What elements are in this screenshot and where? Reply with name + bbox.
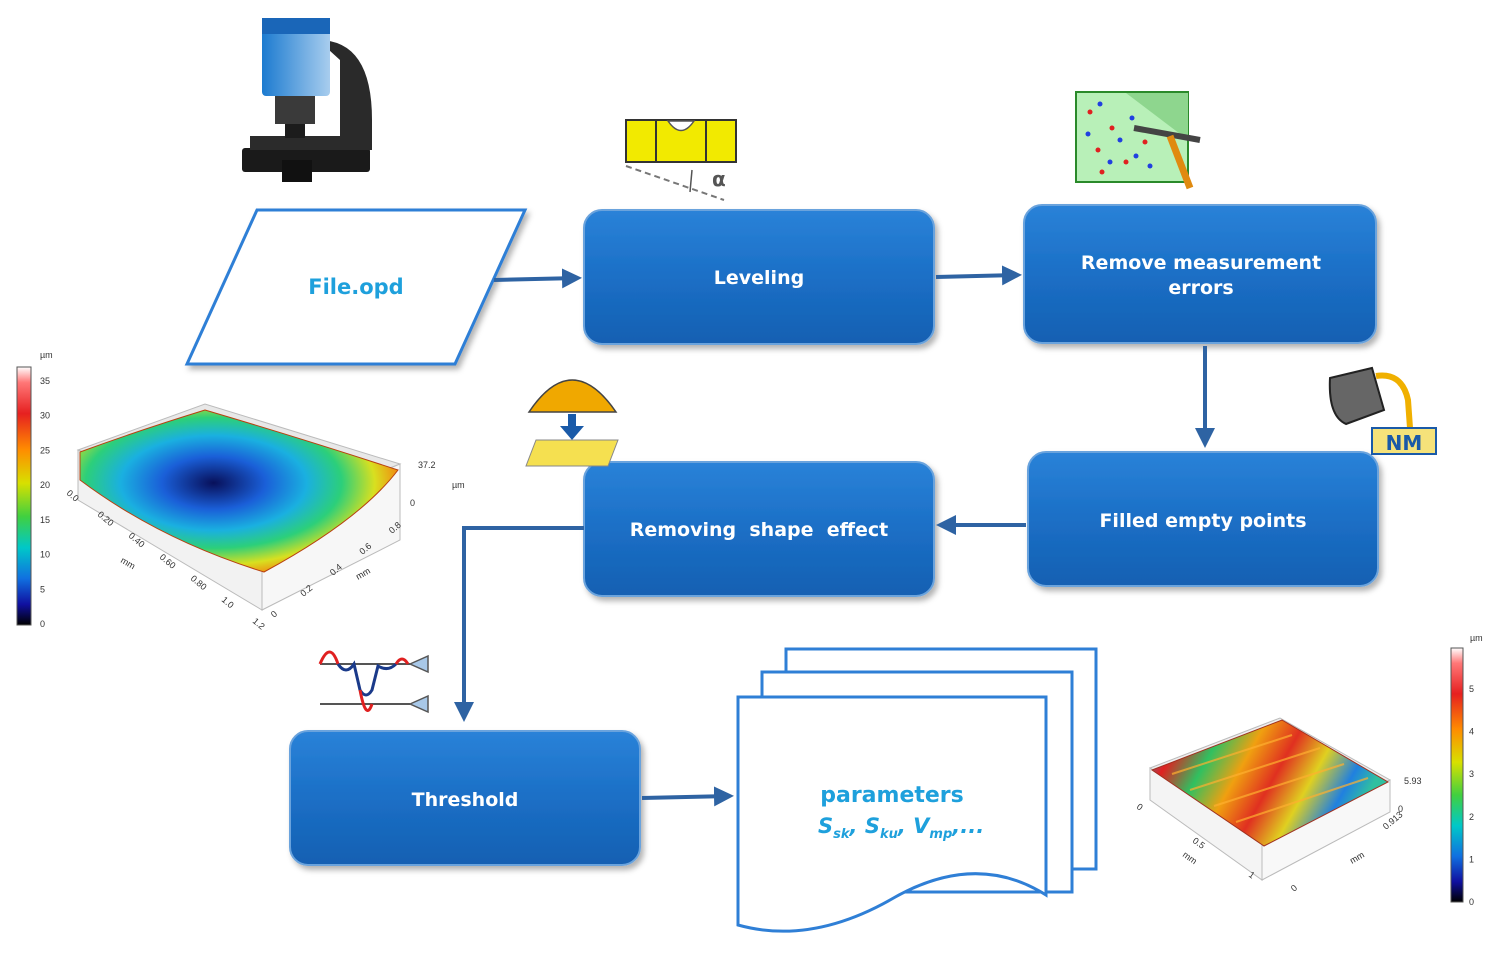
right-x-tick: 1 xyxy=(1247,869,1257,880)
step-remove-errors-label-line1: Remove measurement xyxy=(1081,252,1321,274)
output-formula: Ssk, Sku, Vmp,... xyxy=(818,814,984,842)
step-threshold-label: Threshold xyxy=(412,789,519,811)
right-colorbar xyxy=(1450,647,1464,903)
input-file-shape xyxy=(184,208,528,366)
output-title: parameters xyxy=(820,783,964,808)
left-colorbar-tick: 10 xyxy=(40,550,50,560)
right-y-label: mm xyxy=(1348,850,1366,866)
step-leveling-box xyxy=(583,209,935,345)
arrow-leveling-to-remove xyxy=(935,265,1022,286)
left-colorbar-tick: 25 xyxy=(40,445,50,455)
arrow-shape-to-threshold xyxy=(454,526,584,722)
left-x-tick: 1.0 xyxy=(220,595,236,611)
left-z-max: 37.2 xyxy=(418,460,436,470)
spirit-level-icon: α xyxy=(625,119,737,201)
error-dots-icon xyxy=(1075,91,1201,190)
right-y-tick: 0 xyxy=(1289,883,1299,894)
right-colorbar-unit: µm xyxy=(1470,633,1483,643)
step-remove-errors-box xyxy=(1023,204,1377,344)
threshold-profile-icon xyxy=(318,650,429,714)
form-removal-icon xyxy=(525,379,619,467)
left-colorbar-unit: µm xyxy=(40,350,53,360)
right-colorbar-tick: 3 xyxy=(1469,769,1474,779)
left-colorbar-tick: 15 xyxy=(40,515,50,525)
left-x-label: mm xyxy=(119,555,137,571)
right-colorbar-tick: 2 xyxy=(1469,812,1474,822)
left-y-label: mm xyxy=(354,566,372,582)
left-colorbar-tick: 5 xyxy=(40,584,45,594)
left-y-tick: 0 xyxy=(269,609,279,620)
leveling-alpha-symbol: α xyxy=(712,167,726,191)
step-threshold-box xyxy=(289,730,641,866)
right-z-min: 0 xyxy=(1398,804,1403,814)
right-colorbar-tick: 5 xyxy=(1469,684,1474,694)
step-filled-label: Filled empty points xyxy=(1099,510,1306,532)
paint-bucket-icon: NM xyxy=(1328,366,1437,455)
left-z-min: 0 xyxy=(410,498,415,508)
left-colorbar xyxy=(16,366,32,626)
arrow-threshold-to-output xyxy=(641,786,734,807)
step-remove-errors-label-line2: errors xyxy=(1168,277,1233,299)
arrow-input-to-leveling xyxy=(493,268,582,289)
right-z-max: 5.93 xyxy=(1404,776,1422,786)
right-x-tick: 0 xyxy=(1135,801,1145,812)
left-colorbar-tick: 30 xyxy=(40,411,50,421)
left-colorbar-tick: 0 xyxy=(40,619,45,629)
left-z-unit: µm xyxy=(452,480,465,490)
microscope-icon xyxy=(242,18,372,182)
step-filled-box xyxy=(1027,451,1379,587)
left-x-tick: 1.2 xyxy=(251,616,267,632)
left-colorbar-tick: 20 xyxy=(40,480,50,490)
filling-nm-label: NM xyxy=(1386,431,1423,455)
right-colorbar-tick: 0 xyxy=(1469,897,1474,907)
right-colorbar-tick: 1 xyxy=(1469,854,1474,864)
left-colorbar-tick: 35 xyxy=(40,376,50,386)
right-x-label: mm xyxy=(1181,849,1199,866)
step-shape-label: Removing shape effect xyxy=(630,519,889,541)
output-documents xyxy=(736,647,1098,933)
right-colorbar-tick: 4 xyxy=(1469,727,1474,737)
input-file-label: File.opd xyxy=(308,275,403,299)
step-leveling-label: Leveling xyxy=(714,267,804,289)
